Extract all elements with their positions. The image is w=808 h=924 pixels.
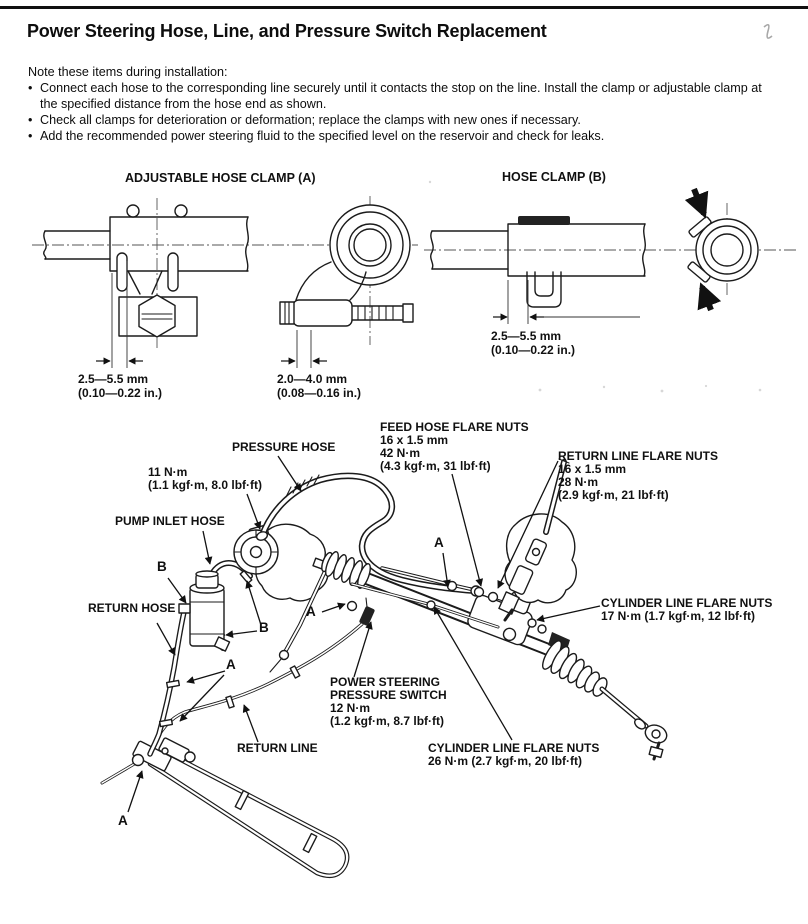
bullet-text: Connect each hose to the corresponding l… — [40, 81, 762, 111]
page-title: Power Steering Hose, Line, and Pressure … — [27, 21, 547, 41]
clamp-b-dimensions — [493, 280, 640, 324]
clamp-b-side-view — [430, 216, 646, 308]
bullet-marker: • — [28, 129, 33, 143]
clamp-a-dimension-2: 2.0—4.0 mm (0.08—0.16 in.) — [277, 372, 362, 400]
clamp-tab-arrow — [684, 187, 709, 219]
label-power-steering-pressure-switch: POWER STEERING PRESSURE SWITCH 12 N·m (1… — [330, 675, 447, 728]
top-rule — [0, 6, 808, 9]
label-return-line: RETURN LINE — [237, 741, 318, 755]
label-return-hose: RETURN HOSE — [88, 601, 176, 615]
clamp-b-end-view — [684, 187, 759, 312]
bullet-item: • Check all clamps for deterioration or … — [28, 112, 780, 128]
pump-assembly-drawing — [233, 523, 329, 602]
bullet-marker: • — [28, 81, 33, 95]
label-feed-hose-flare-nuts: FEED HOSE FLARE NUTS 16 x 1.5 mm 42 N·m … — [380, 420, 529, 473]
label-marker-a-left: A — [226, 657, 236, 672]
label-pump-inlet-hose: PUMP INLET HOSE — [115, 514, 225, 528]
steering-rack-drawing — [269, 551, 668, 761]
bullet-list: • Connect each hose to the corresponding… — [28, 80, 780, 144]
label-marker-a-bottom: A — [118, 813, 128, 828]
bullet-text: Add the recommended power steering fluid… — [40, 129, 605, 143]
clamp-a-dimension-1: 2.5—5.5 mm (0.10—0.22 in.) — [78, 372, 163, 400]
clamp-b-dimension: 2.5—5.5 mm (0.10—0.22 in.) — [491, 329, 576, 357]
clamp-a-dimensions — [96, 261, 327, 368]
bullet-text: Check all clamps for deterioration or de… — [40, 113, 581, 127]
clamp-a-title: ADJUSTABLE HOSE CLAMP (A) — [125, 171, 316, 185]
bullet-item: • Connect each hose to the corresponding… — [28, 80, 780, 112]
clamp-a-side-view — [43, 204, 249, 338]
label-return-line-flare-nuts: RETURN LINE FLARE NUTS 16 x 1.5 mm 28 N·… — [558, 449, 718, 502]
return-line-drawing — [100, 622, 364, 879]
reservoir-drawing — [178, 570, 231, 652]
label-pressure-hose: PRESSURE HOSE — [232, 440, 336, 454]
intro-text: Note these items during installation: — [28, 65, 228, 79]
label-marker-b1: B — [157, 559, 167, 574]
bullet-marker: • — [28, 113, 33, 127]
label-torque-11: 11 N·m (1.1 kgf·m, 8.0 lbf·ft) — [148, 465, 263, 492]
label-marker-a-top: A — [434, 535, 444, 550]
scan-artifact — [428, 23, 773, 393]
label-marker-a-mid: A — [306, 604, 316, 619]
leader-lines — [127, 455, 601, 813]
label-marker-b2: B — [259, 620, 269, 635]
clamp-tab-arrow — [697, 282, 722, 312]
label-cylinder-line-flare-nuts-17: CYLINDER LINE FLARE NUTS 17 N·m (1.7 kgf… — [601, 596, 773, 623]
bullet-item: • Add the recommended power steering flu… — [28, 128, 780, 144]
label-cylinder-line-flare-nuts-26: CYLINDER LINE FLARE NUTS 26 N·m (2.7 kgf… — [428, 741, 600, 768]
clamp-a-end-view — [279, 204, 414, 327]
clamp-b-title: HOSE CLAMP (B) — [502, 170, 606, 184]
pressure-switch-drawing — [359, 606, 375, 626]
